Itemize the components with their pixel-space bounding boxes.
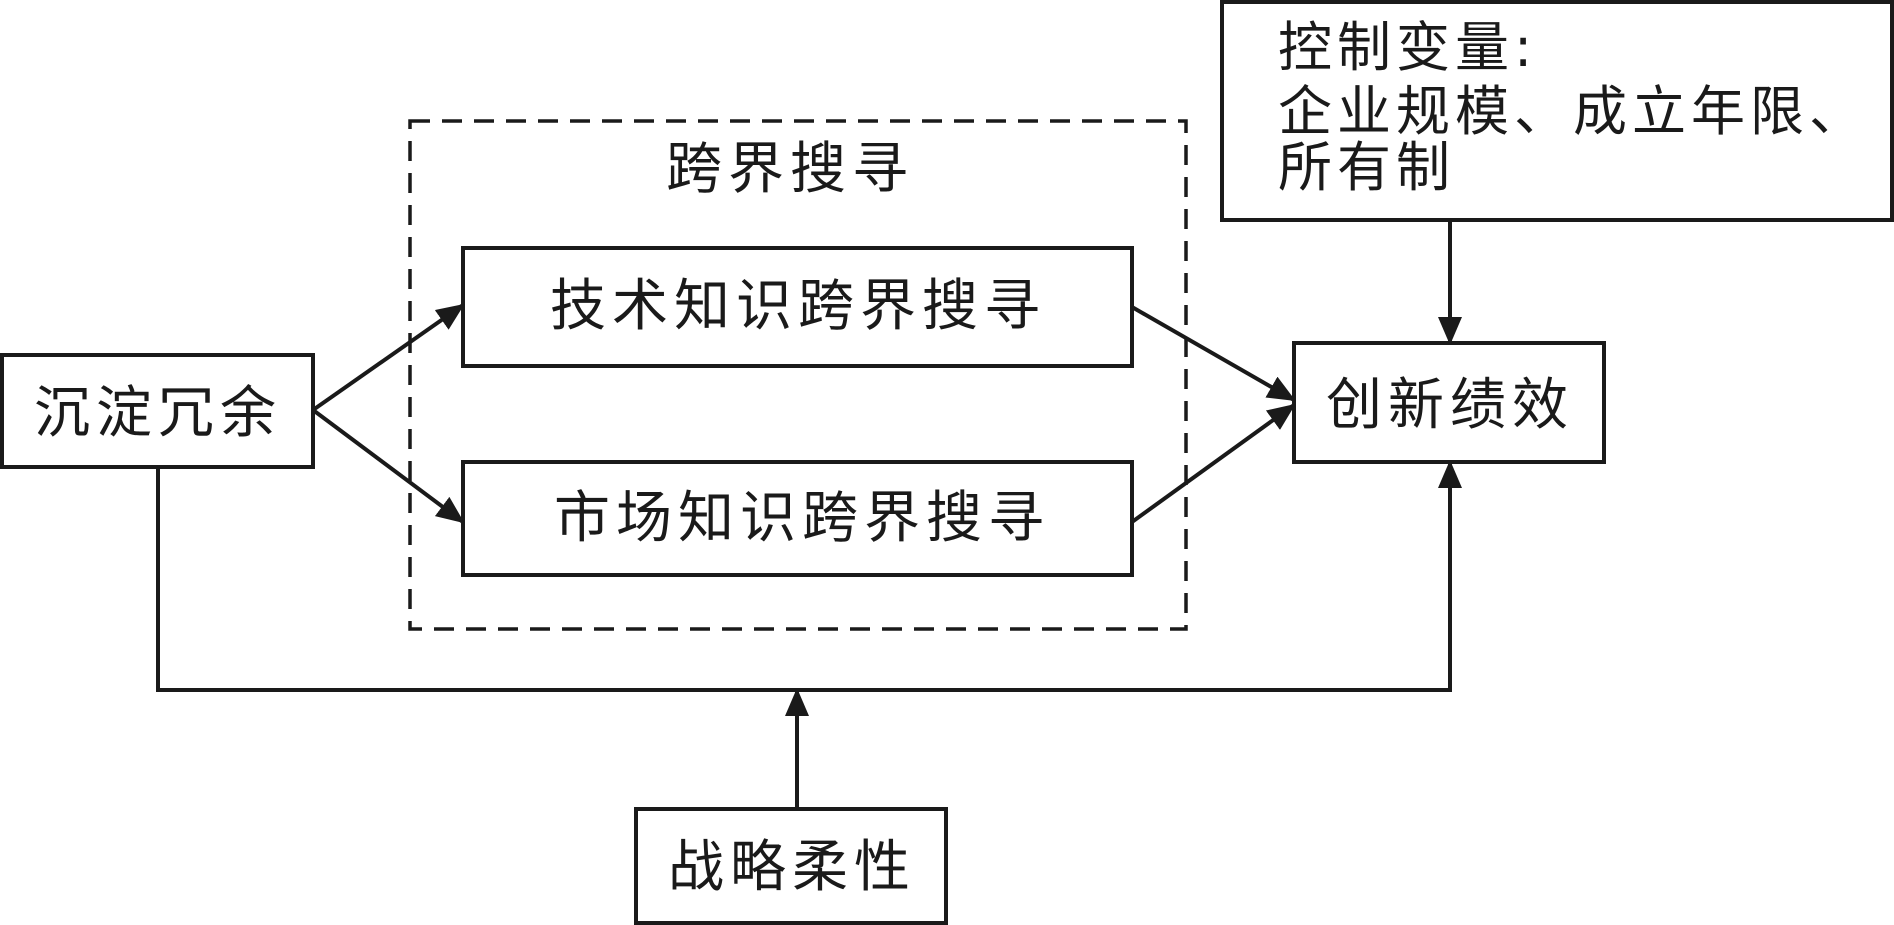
arrow-slack-to-market-search <box>311 408 465 524</box>
arrow-tech-search-to-innovation <box>1131 305 1296 402</box>
control-variables-list: 企业规模、成立年限、 <box>1278 80 1868 143</box>
control-variables-list-cont: 所有制 <box>1278 136 1455 199</box>
slack-resources-label: 沉淀冗余 <box>34 381 282 446</box>
market-search-label: 市场知识跨界搜寻 <box>554 486 1050 551</box>
tech-search-node: 技术知识跨界搜寻 <box>461 246 1134 368</box>
innovation-performance-label: 创新绩效 <box>1326 373 1574 438</box>
strategic-flexibility-label: 战略柔性 <box>668 835 916 900</box>
arrow-slack-to-tech-search <box>311 303 465 412</box>
arrow-market-search-to-innovation <box>1130 403 1296 524</box>
boundary-search-group-label: 跨界搜寻 <box>666 137 914 202</box>
market-search-node: 市场知识跨界搜寻 <box>461 460 1134 577</box>
control-variables-node: 控制变量: 企业规模、成立年限、 所有制 <box>1220 0 1894 222</box>
slack-resources-node: 沉淀冗余 <box>0 353 315 469</box>
innovation-performance-node: 创新绩效 <box>1292 341 1606 464</box>
strategic-flexibility-node: 战略柔性 <box>634 807 948 925</box>
tech-search-label: 技术知识跨界搜寻 <box>550 274 1046 339</box>
boundary-search-group <box>408 119 1188 631</box>
control-variables-title: 控制变量: <box>1278 16 1537 79</box>
